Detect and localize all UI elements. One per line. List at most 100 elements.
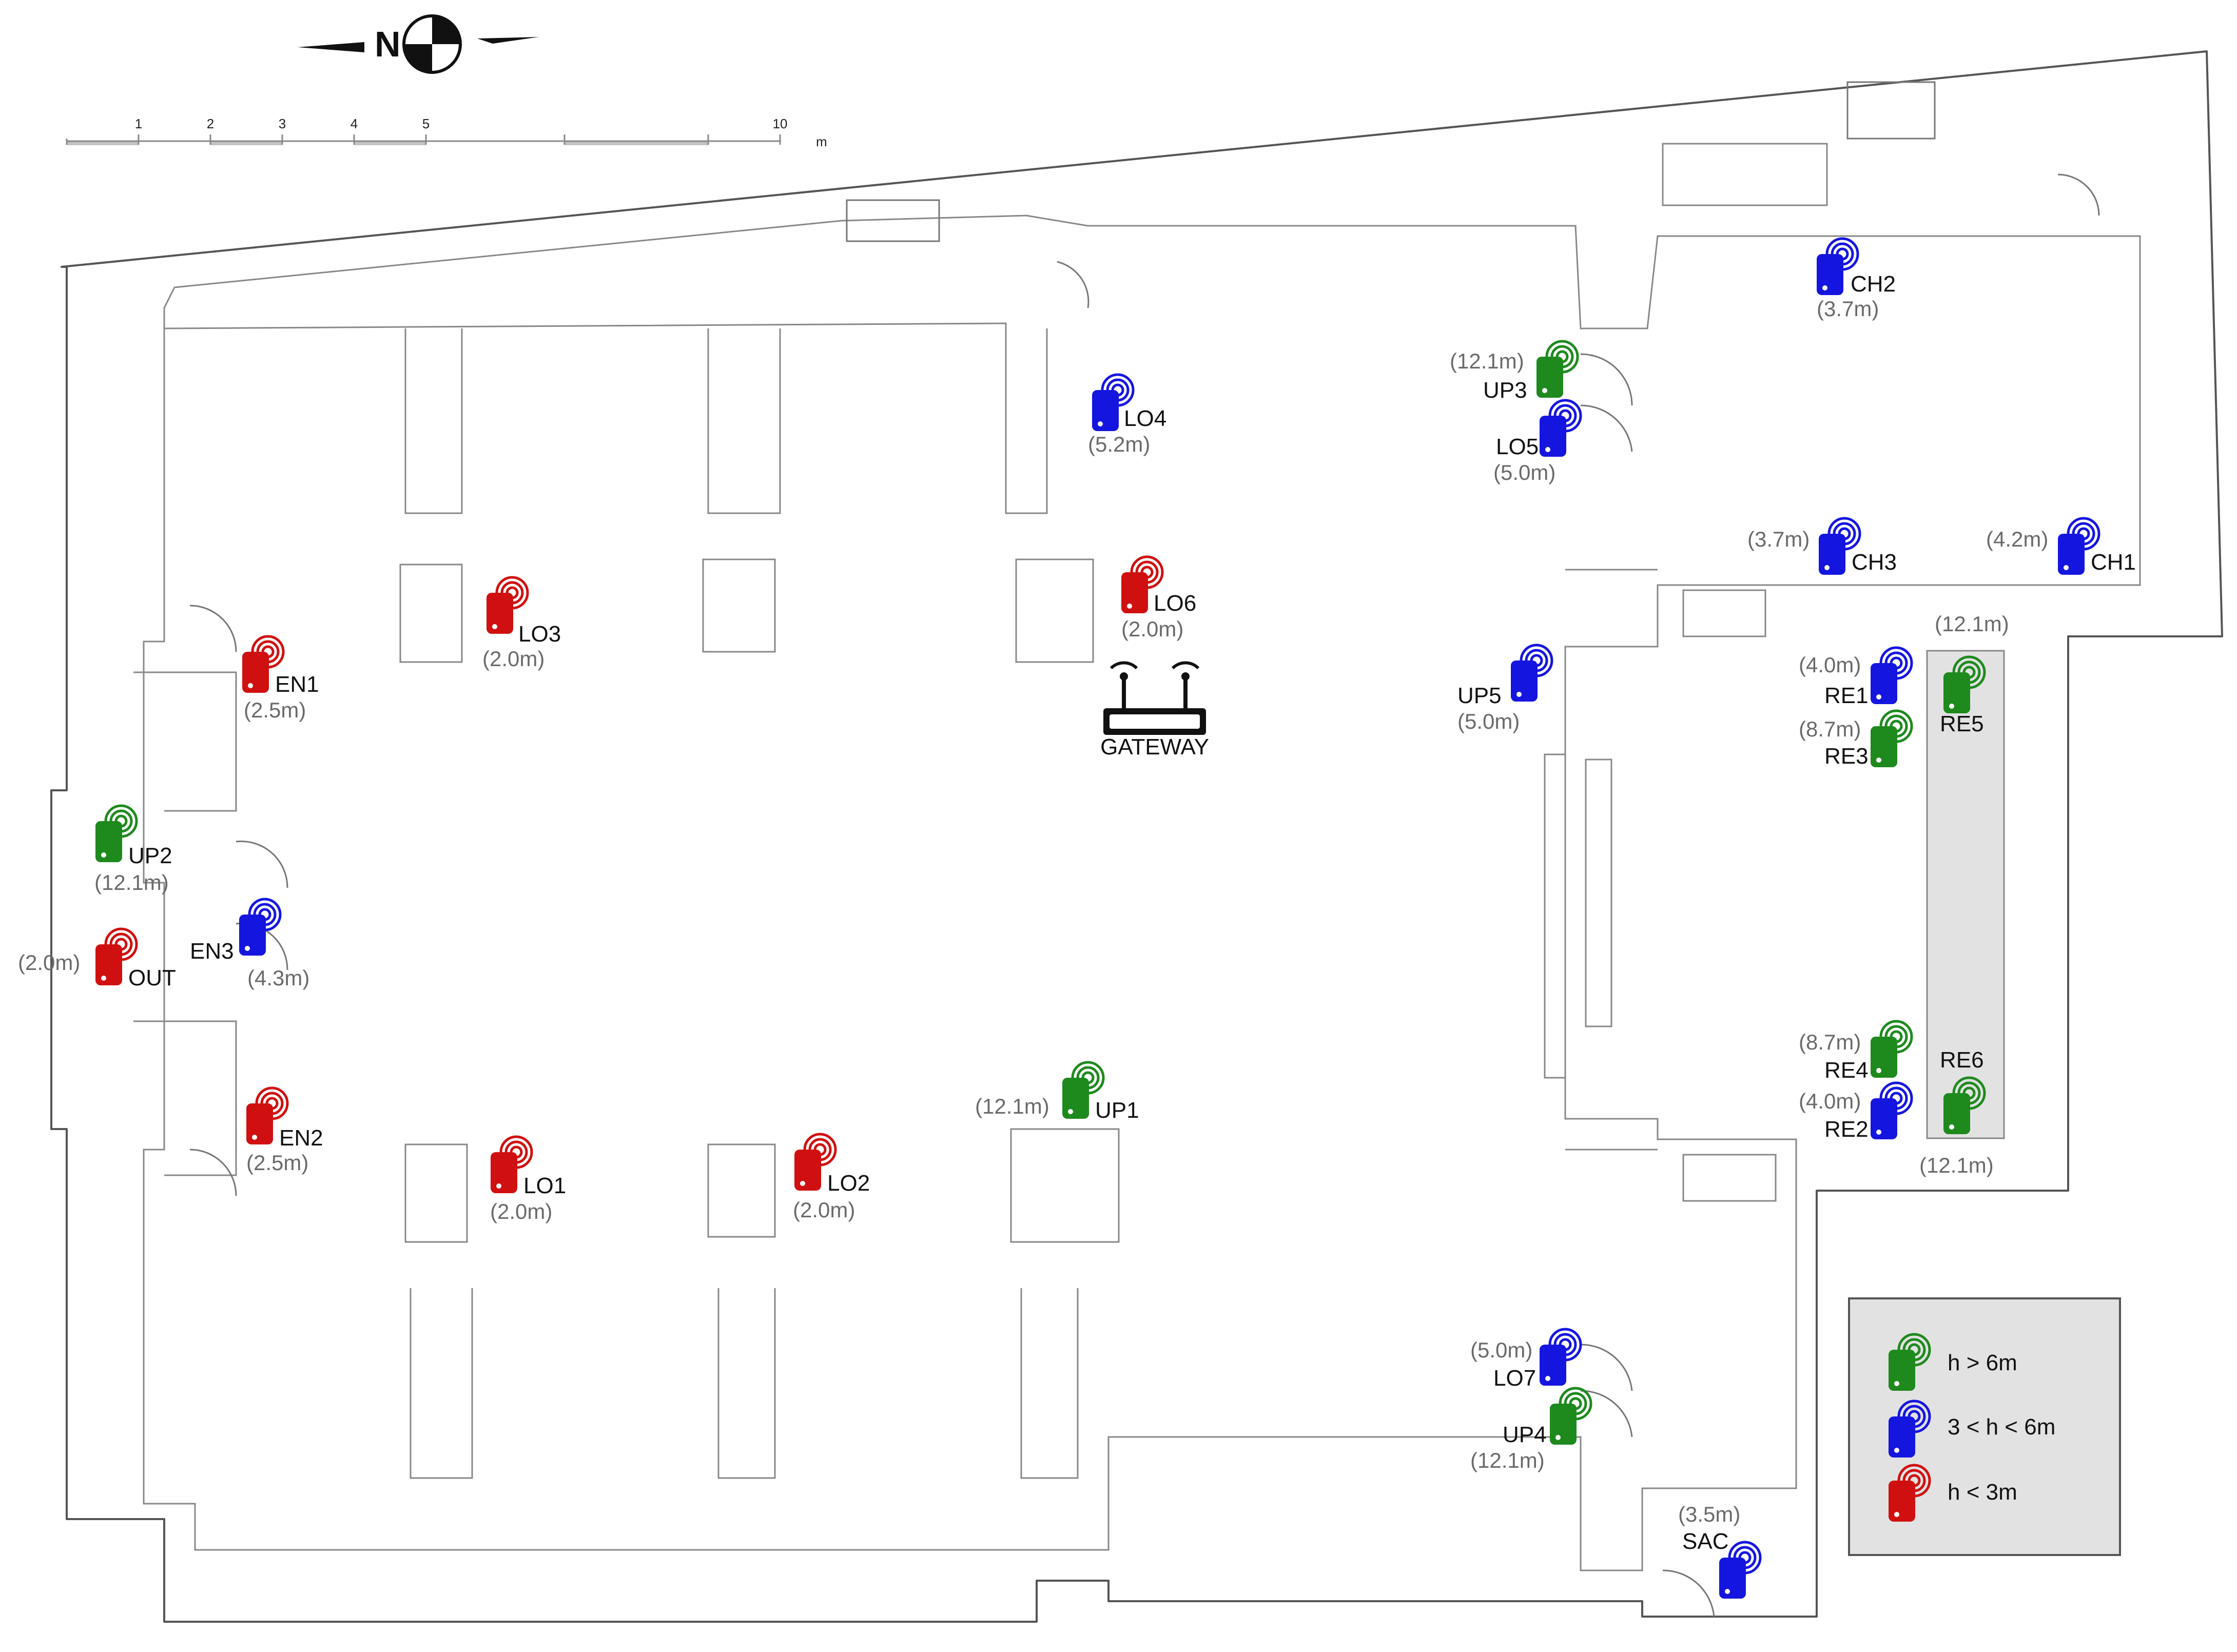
sensor-up5: UP5(5.0m) bbox=[1457, 645, 1552, 733]
legend-item-red: h < 3m bbox=[1889, 1465, 2017, 1522]
sensor-id-up5: UP5 bbox=[1457, 683, 1502, 708]
sensor-ch1: CH1 (4.2m) bbox=[1986, 518, 2136, 575]
sensor-id-ch2: CH2 bbox=[1851, 271, 1896, 297]
sensor-id-re2: RE2 bbox=[1824, 1117, 1869, 1142]
sensor-up3: UP3 (12.1m) bbox=[1450, 341, 1578, 403]
sensor-id-en2: EN2 bbox=[279, 1125, 323, 1151]
gateway-label: GATEWAY bbox=[1100, 734, 1209, 760]
sensor-id-lo3: LO3 bbox=[518, 621, 561, 647]
scale-tick-3: 3 bbox=[279, 116, 286, 131]
compass-north-label: N bbox=[375, 24, 401, 64]
sensor-height-re5: (12.1m) bbox=[1935, 612, 2009, 636]
sensor-id-re3: RE3 bbox=[1824, 744, 1869, 769]
sensor-up2: UP2(12.1m) bbox=[94, 806, 172, 895]
sensor-re5: RE5 (12.1m) bbox=[1935, 612, 2009, 736]
sensor-height-re3: (8.7m) bbox=[1799, 717, 1861, 741]
sensor-height-lo2: (2.0m) bbox=[793, 1198, 855, 1222]
sensor-height-up1: (12.1m) bbox=[975, 1094, 1049, 1118]
sensor-lo3: LO3(2.0m) bbox=[482, 577, 561, 671]
router-icon bbox=[1103, 661, 1206, 735]
scale-unit: m bbox=[816, 134, 827, 149]
scale-tick-1: 1 bbox=[135, 116, 142, 131]
sensor-id-en3: EN3 bbox=[190, 939, 234, 964]
legend-text-green: h > 6m bbox=[1948, 1350, 2017, 1375]
sensor-height-lo5: (5.0m) bbox=[1493, 460, 1555, 484]
sensor-id-lo2: LO2 bbox=[827, 1171, 870, 1196]
sensor-up1: UP1 (12.1m) bbox=[975, 1062, 1139, 1123]
sensor-en3: EN3 (4.3m) bbox=[190, 899, 309, 990]
scale-tick-10: 10 bbox=[773, 116, 788, 131]
gateway: GATEWAY bbox=[1100, 661, 1209, 760]
sensor-id-sac: SAC bbox=[1682, 1529, 1728, 1554]
sensor-height-en3: (4.3m) bbox=[247, 966, 309, 990]
sensor-id-up3: UP3 bbox=[1483, 378, 1527, 403]
sensor-lo4: LO4(5.2m) bbox=[1088, 375, 1166, 456]
sensor-height-lo7: (5.0m) bbox=[1470, 1338, 1532, 1362]
sensor-ch2: CH2(3.7m) bbox=[1817, 239, 1896, 321]
sensor-height-re2: (4.0m) bbox=[1799, 1089, 1861, 1113]
sensor-ch3: CH3 (3.7m) bbox=[1747, 518, 1897, 575]
legend-item-blue: 3 < h < 6m bbox=[1889, 1401, 2055, 1457]
sensor-height-ch3: (3.7m) bbox=[1747, 527, 1810, 551]
scale-bar: 1 2 3 4 5 10 m bbox=[66, 116, 827, 149]
sensor-id-ch3: CH3 bbox=[1852, 550, 1897, 575]
legend-text-blue: 3 < h < 6m bbox=[1948, 1414, 2055, 1440]
sensor-en1: EN1(2.5m) bbox=[242, 636, 319, 722]
sensor-height-up4: (12.1m) bbox=[1470, 1448, 1545, 1472]
compass: N bbox=[298, 14, 539, 74]
sensor-layer: LO4(5.2m) LO3(2.0m) LO6(2.0m) EN1(2.5m) … bbox=[18, 239, 2136, 1599]
sensor-id-re5: RE5 bbox=[1940, 711, 1984, 736]
sensor-id-ch1: CH1 bbox=[2091, 550, 2136, 575]
sensor-id-lo5: LO5 bbox=[1496, 434, 1539, 459]
sensor-id-out: OUT bbox=[128, 965, 176, 990]
sensor-en2: EN2(2.5m) bbox=[246, 1088, 323, 1175]
sensor-out: OUT (2.0m) bbox=[18, 929, 176, 990]
sensor-height-re1: (4.0m) bbox=[1799, 653, 1861, 677]
sensor-id-re4: RE4 bbox=[1824, 1058, 1869, 1083]
sensor-lo7: LO7 (5.0m) bbox=[1470, 1329, 1581, 1391]
sensor-id-up2: UP2 bbox=[128, 843, 172, 868]
sensor-id-re1: RE1 bbox=[1824, 683, 1869, 708]
sensor-height-en2: (2.5m) bbox=[246, 1151, 308, 1175]
sensor-height-re4: (8.7m) bbox=[1799, 1030, 1861, 1054]
sensor-id-lo7: LO7 bbox=[1493, 1366, 1536, 1391]
sensor-lo2: LO2(2.0m) bbox=[793, 1134, 870, 1222]
scale-tick-2: 2 bbox=[207, 116, 214, 131]
scale-tick-4: 4 bbox=[351, 116, 358, 131]
sensor-lo1: LO1(2.0m) bbox=[490, 1137, 566, 1223]
sensor-lo5: LO5(5.0m) bbox=[1493, 400, 1581, 484]
legend-item-green: h > 6m bbox=[1889, 1334, 2017, 1391]
sensor-id-lo1: LO1 bbox=[523, 1173, 566, 1198]
sensor-id-lo6: LO6 bbox=[1154, 591, 1196, 616]
sensor-height-up2: (12.1m) bbox=[94, 870, 169, 895]
sensor-height-ch1: (4.2m) bbox=[1986, 527, 2048, 551]
sensor-height-en1: (2.5m) bbox=[244, 698, 306, 722]
sensor-height-ch2: (3.7m) bbox=[1817, 297, 1879, 321]
sensor-re6: RE6 (12.1m) bbox=[1919, 1047, 1994, 1177]
sensor-id-up4: UP4 bbox=[1503, 1422, 1547, 1447]
sensor-re4: RE4 (8.7m) bbox=[1799, 1021, 1912, 1083]
scale-tick-5: 5 bbox=[422, 116, 430, 131]
sensor-re3: RE3 (8.7m) bbox=[1799, 711, 1912, 769]
sensor-up4: UP4(12.1m) bbox=[1470, 1388, 1591, 1472]
sensor-height-re6: (12.1m) bbox=[1919, 1153, 1994, 1177]
sensor-id-re6: RE6 bbox=[1940, 1047, 1984, 1073]
sensor-id-en1: EN1 bbox=[275, 672, 319, 697]
sensor-height-sac: (3.5m) bbox=[1678, 1502, 1740, 1526]
sensor-id-lo4: LO4 bbox=[1124, 406, 1166, 431]
legend: h > 6m 3 < h < 6m h < 3m bbox=[1848, 1297, 2121, 1556]
sensor-height-lo6: (2.0m) bbox=[1121, 617, 1183, 641]
sensor-re1: RE1 (4.0m) bbox=[1799, 648, 1912, 708]
building-walls bbox=[50, 50, 2223, 1623]
sensor-lo6: LO6(2.0m) bbox=[1121, 557, 1196, 641]
sensor-height-out: (2.0m) bbox=[18, 950, 80, 975]
sensor-height-up5: (5.0m) bbox=[1457, 709, 1520, 733]
sensor-re2: RE2 (4.0m) bbox=[1799, 1083, 1912, 1142]
sensor-height-lo1: (2.0m) bbox=[490, 1199, 552, 1223]
sensor-id-up1: UP1 bbox=[1095, 1098, 1139, 1123]
sensor-sac: SAC (3.5m) bbox=[1678, 1502, 1760, 1599]
sensor-height-lo3: (2.0m) bbox=[482, 647, 544, 671]
sensor-height-up3: (12.1m) bbox=[1450, 349, 1524, 373]
sensor-height-lo4: (5.2m) bbox=[1088, 432, 1150, 456]
